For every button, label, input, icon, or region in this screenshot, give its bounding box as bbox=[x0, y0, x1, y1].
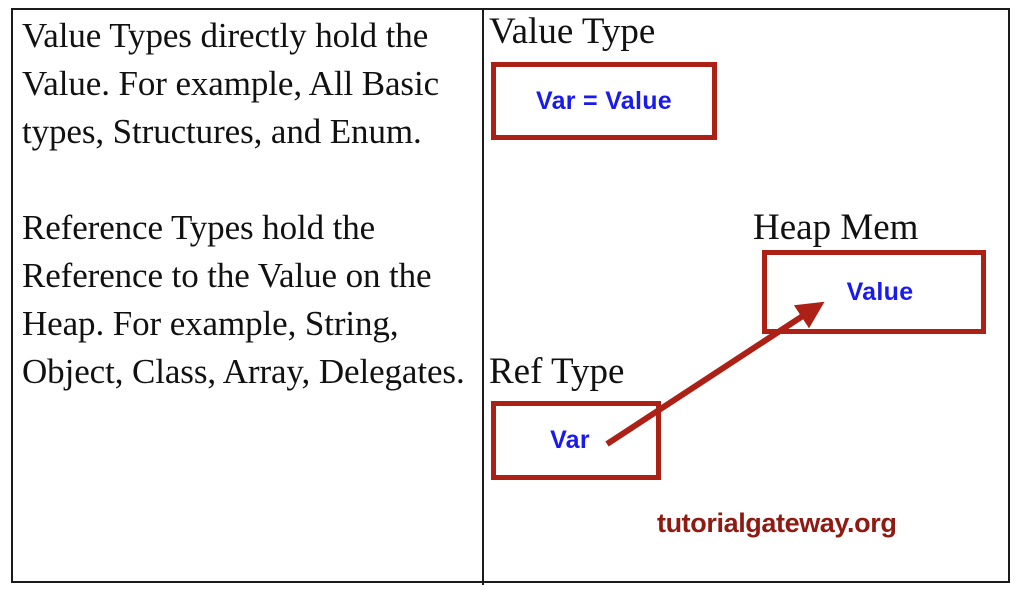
heap-mem-heading: Heap Mem bbox=[753, 207, 919, 248]
value-type-heading: Value Type bbox=[489, 11, 656, 52]
value-types-description: Value Types directly hold the Value. For… bbox=[22, 16, 440, 151]
heap-mem-box-label: Value bbox=[846, 277, 914, 306]
ref-type-heading: Ref Type bbox=[489, 351, 625, 392]
ref-type-box-label: Var bbox=[550, 426, 590, 454]
reference-types-description: Reference Types hold the Reference to th… bbox=[22, 208, 465, 391]
heap-mem-box: Value bbox=[762, 250, 986, 334]
panel-divider bbox=[482, 8, 484, 585]
left-text-panel: Value Types directly hold the Value. For… bbox=[22, 12, 470, 572]
value-type-box: Var = Value bbox=[491, 62, 717, 140]
site-watermark: tutorialgateway.org bbox=[657, 508, 897, 538]
ref-type-box: Var bbox=[491, 401, 661, 480]
value-type-box-label: Var = Value bbox=[535, 86, 673, 115]
